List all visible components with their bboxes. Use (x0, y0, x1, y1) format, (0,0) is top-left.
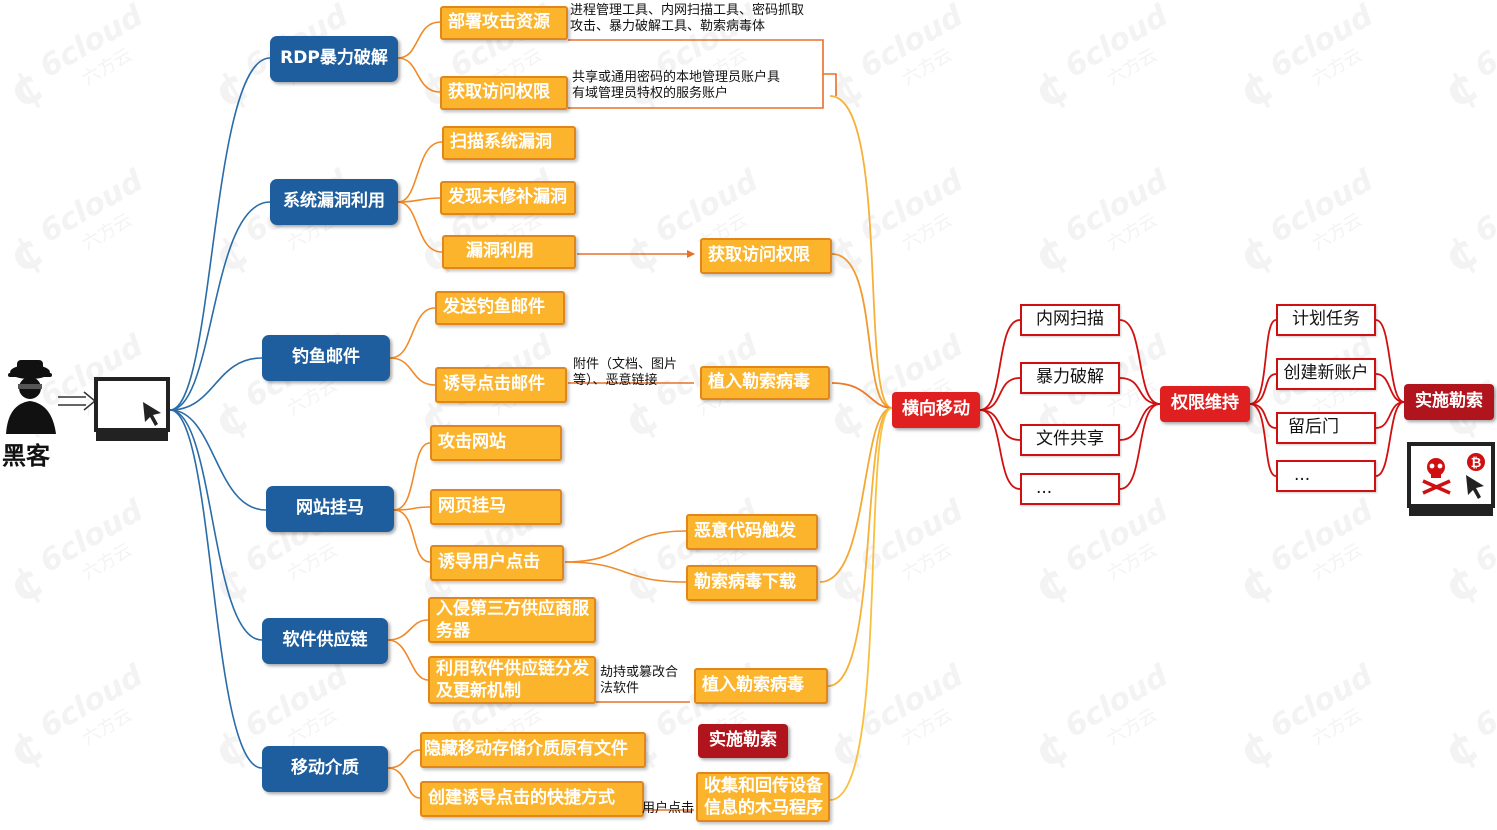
note-deploy-tools: 进程管理工具、内网扫描工具、密码抓取攻击、暴力破解工具、勒索病毒体 (570, 3, 805, 34)
persistence-item: 创建新账户 (1276, 358, 1376, 390)
hacker-label: 黑客 (2, 442, 50, 470)
lateral-item: 暴力破解 (1020, 362, 1120, 394)
step-exploit: 漏洞利用 (442, 235, 576, 269)
step-media-ransom: 实施勒索 (698, 724, 788, 758)
svg-text:6cloud: 6cloud (1469, 658, 1497, 745)
vector-rdp: RDP暴力破解 (270, 36, 398, 82)
step-scan-vuln: 扫描系统漏洞 (442, 126, 576, 160)
step-vuln-access: 获取访问权限 (700, 238, 832, 274)
arrow-links (568, 39, 837, 811)
convergence-links (819, 95, 893, 801)
persistence-item: 计划任务 (1276, 304, 1376, 336)
step-rdp-access: 获取访问权限 (440, 76, 568, 110)
vector-vuln: 系统漏洞利用 (270, 179, 398, 225)
vector-supply: 软件供应链 (262, 618, 388, 664)
ransomed-computer-icon: ₿ (1407, 442, 1495, 516)
note-attachment: 附件（文档、图片等）、恶意链接 (573, 357, 678, 388)
step-trojan-collect: 收集和回传设备信息的木马程序 (696, 772, 830, 822)
step-lure-user: 诱导用户点击 (430, 545, 564, 581)
computer-icon (94, 377, 170, 441)
lateral-item: 文件共享 (1020, 424, 1120, 456)
step-phish-implant: 植入勒索病毒 (700, 366, 830, 400)
bitcoin-icon: ₿ (1467, 453, 1485, 471)
step-compromise-vendor: 入侵第三方供应商服务器 (428, 597, 596, 643)
step-malicious-trigger: 恶意代码触发 (686, 514, 818, 550)
skull-icon (1422, 458, 1451, 495)
step-ransom-download: 勒索病毒下载 (686, 565, 818, 601)
step-links (387, 21, 687, 799)
lateral-links (979, 319, 1405, 490)
note-user-click: 用户点击 (642, 801, 695, 816)
svg-text:₿: ₿ (1471, 456, 1482, 471)
cursor-icon (1466, 475, 1484, 499)
hacker-icon (6, 360, 56, 434)
persistence-item: 留后门 (1276, 412, 1376, 444)
step-attack-site: 攻击网站 (430, 425, 562, 461)
lateral-item: 内网扫描 (1020, 304, 1120, 336)
step-create-shortcut: 创建诱导点击的快捷方式 (420, 781, 644, 817)
step-trojan-page: 网页挂马 (430, 489, 562, 525)
vector-media: 移动介质 (262, 746, 388, 792)
vector-links (169, 57, 271, 769)
lateral-title: 横向移动 (892, 392, 980, 428)
lateral-item: ... (1020, 473, 1120, 505)
vector-phish: 钓鱼邮件 (262, 335, 390, 381)
step-find-unpatched: 发现未修补漏洞 (440, 181, 576, 215)
vector-web: 网站挂马 (266, 486, 394, 532)
note-hijack: 劫持或篡改合法软件 (600, 665, 679, 696)
step-supply-implant: 植入勒索病毒 (694, 668, 828, 704)
svg-text:6cloud: 6cloud (1469, 0, 1497, 85)
step-hide-files: 隐藏移动存储介质原有文件 (420, 732, 646, 768)
step-abuse-update: 利用软件供应链分发及更新机制 (428, 656, 596, 704)
step-send-phish: 发送钓鱼邮件 (435, 291, 565, 325)
step-lure-click: 诱导点击邮件 (435, 367, 567, 403)
svg-text:6cloud: 6cloud (1469, 163, 1497, 250)
final-ransom: 实施勒索 (1404, 384, 1494, 420)
note-accounts: 共享或通用密码的本地管理员账户具有域管理员特权的服务账户 (572, 70, 781, 101)
persistence-item: ... (1276, 460, 1376, 492)
persistence-title: 权限维持 (1160, 386, 1250, 422)
step-deploy: 部署攻击资源 (440, 6, 568, 40)
